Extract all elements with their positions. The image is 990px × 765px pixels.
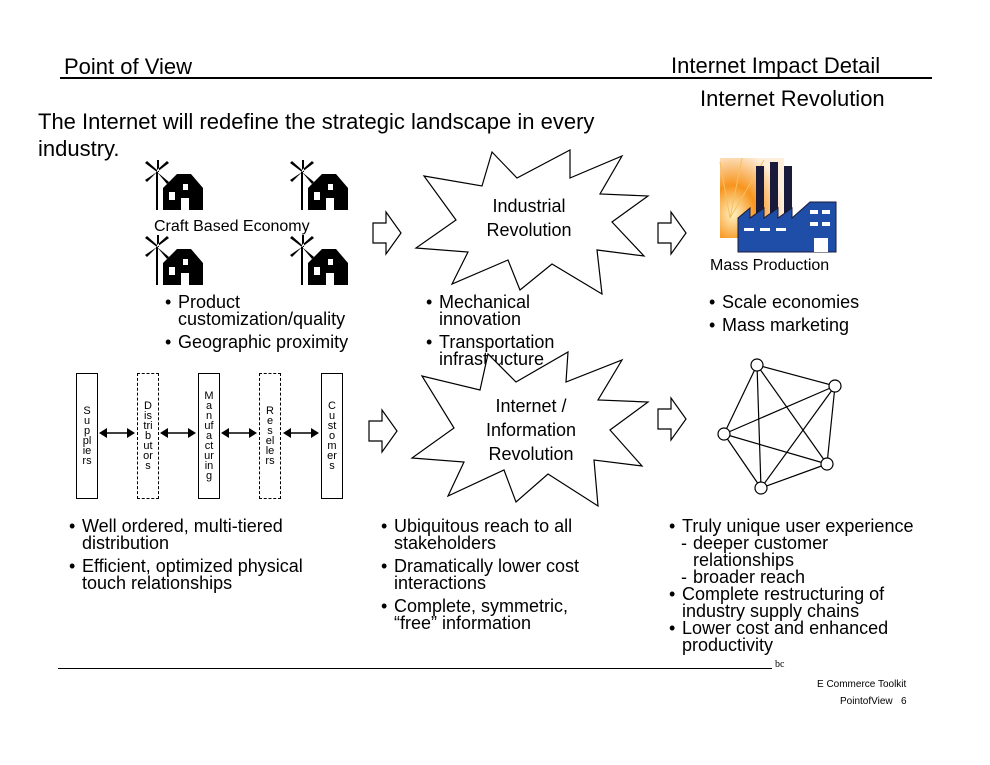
footer-page-number: PointofView 6 <box>840 696 907 707</box>
mass-bullets: Scale economies Mass marketing <box>709 293 909 340</box>
internet-revolution-label: Internet / Information Revolution <box>485 396 577 464</box>
list-item: Product customization/quality <box>165 293 385 328</box>
list-item: Ubiquitous reach to all stakeholders <box>381 517 611 552</box>
header-rule <box>60 77 932 79</box>
network-graph-icon <box>717 358 842 495</box>
craft-label: Craft Based Economy <box>154 218 310 235</box>
internet-bullets: Ubiquitous reach to all stakeholders Dra… <box>381 517 611 638</box>
factory-icon <box>719 157 837 253</box>
hollow-arrow-icon <box>657 210 687 256</box>
hollow-arrow-icon <box>372 210 402 256</box>
industrial-revolution-label: Industrial Revolution <box>486 196 572 240</box>
double-arrow-icon <box>160 428 196 438</box>
list-item: Mechanical innovation <box>426 293 596 328</box>
farmhouse-icon <box>145 235 203 285</box>
mass-production-label: Mass Production <box>710 257 830 274</box>
chain-box-suppliers: Suppliers <box>76 373 98 499</box>
chain-label: Customers <box>327 400 337 472</box>
sub-list-item: broader reach <box>669 568 949 586</box>
chain-label: Suppliers <box>82 405 92 467</box>
farmhouse-icon <box>145 160 203 210</box>
list-item: Scale economies <box>709 293 909 311</box>
footer-rule <box>58 668 772 669</box>
network-bullets: Truly unique user experience deeper cust… <box>669 517 949 660</box>
chain-label: Resellers <box>265 405 275 467</box>
starburst-icon <box>414 149 650 296</box>
list-item: Truly unique user experience <box>669 517 949 535</box>
sub-list-item: deeper customer relationships <box>669 534 843 569</box>
starburst-icon <box>410 350 650 508</box>
chain-box-resellers: Resellers <box>259 373 281 499</box>
section-title: Internet Impact Detail <box>671 53 881 78</box>
headline: The Internet will redefine the strategic… <box>38 109 595 161</box>
list-item: Dramatically lower cost interactions <box>381 557 611 592</box>
chain-label: Distributors <box>143 400 153 472</box>
page-title: Point of View <box>64 54 193 79</box>
farmhouse-icon <box>290 235 348 285</box>
hollow-arrow-icon <box>657 396 687 442</box>
chain-box-distributors: Distributors <box>137 373 159 499</box>
list-item: Complete, symmetric, “free” information <box>381 597 611 632</box>
list-item: Geographic proximity <box>165 333 385 351</box>
farmhouse-icon <box>290 160 348 210</box>
footer-mark: bc <box>775 659 785 670</box>
chain-box-customers: Customers <box>321 373 343 499</box>
craft-bullets: Product customization/quality Geographic… <box>165 293 385 357</box>
list-item: Efficient, optimized physical touch rela… <box>69 557 339 592</box>
double-arrow-icon <box>221 428 257 438</box>
double-arrow-icon <box>283 428 319 438</box>
list-item: Well ordered, multi-tiered distribution <box>69 517 339 552</box>
chain-label: Manufacturing <box>204 390 214 482</box>
chain-box-manufacturing: Manufacturing <box>198 373 220 499</box>
double-arrow-icon <box>99 428 135 438</box>
footer-toolkit: E Commerce Toolkit <box>817 679 907 690</box>
list-item: Lower cost and enhanced productivity <box>669 619 922 654</box>
chain-bullets: Well ordered, multi-tiered distribution … <box>69 517 339 598</box>
section-subtitle: Internet Revolution <box>700 86 885 111</box>
list-item: Mass marketing <box>709 316 909 334</box>
hollow-arrow-icon <box>368 408 398 454</box>
list-item: Complete restructuring of industry suppl… <box>669 585 912 620</box>
